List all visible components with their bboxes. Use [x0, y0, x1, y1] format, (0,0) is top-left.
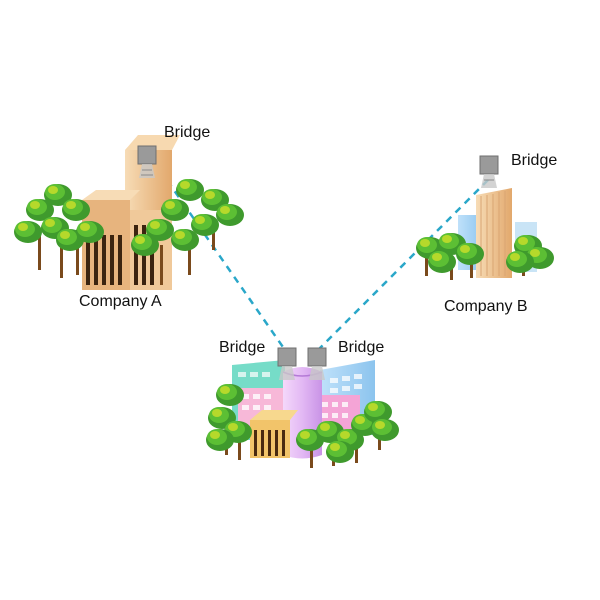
- tree-cluster-icon: [206, 384, 252, 460]
- company-b-site: [416, 155, 554, 280]
- wireless-bridge-icon: [307, 347, 327, 380]
- bridge-label-center-left: Bridge: [219, 339, 266, 356]
- wireless-bridge-icon: [137, 145, 157, 178]
- wireless-bridge-icon: [479, 155, 499, 188]
- link-b-to-center: [317, 179, 489, 351]
- central-campus-site: [206, 347, 399, 468]
- company-a-label: Company A: [79, 293, 162, 310]
- wireless-links: [158, 169, 489, 351]
- tree-cluster-icon: [14, 184, 104, 278]
- bridge-label-center-right: Bridge: [338, 339, 385, 356]
- link-a-to-center: [158, 169, 287, 351]
- company-b-label: Company B: [444, 298, 528, 315]
- tree-cluster-icon: [131, 179, 244, 285]
- bridge-label-company-a: Bridge: [164, 124, 211, 141]
- company-a-site: [14, 135, 244, 290]
- bridge-label-company-b: Bridge: [511, 152, 558, 169]
- tree-cluster-icon: [296, 401, 399, 468]
- tree-cluster-icon: [416, 233, 554, 280]
- wireless-bridge-icon: [277, 347, 297, 380]
